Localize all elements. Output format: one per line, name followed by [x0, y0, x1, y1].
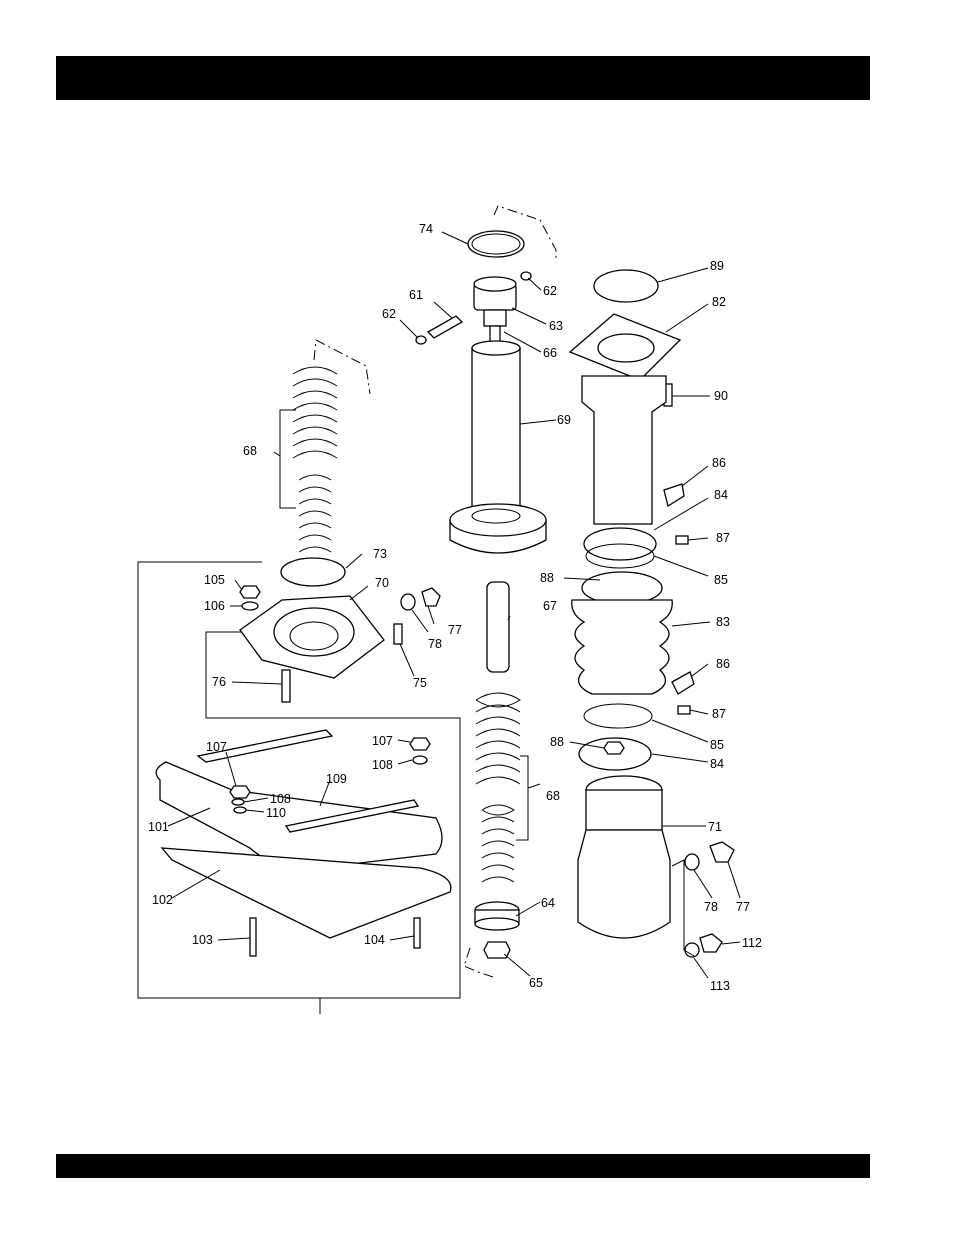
part-89-o-ring [594, 270, 658, 302]
callout-89: 89 [710, 259, 724, 273]
part-67-rod [487, 582, 509, 672]
callout-110: 110 [266, 806, 286, 820]
callout-105: 105 [204, 573, 225, 587]
part-68-springs-upper [293, 367, 337, 552]
part-108-washer-right [413, 756, 427, 764]
callout-85-upper: 85 [714, 573, 728, 587]
part-71-lower-housing [578, 776, 670, 938]
callout-69: 69 [557, 413, 571, 427]
callout-87-upper: 87 [716, 531, 730, 545]
part-88-nut-lower [604, 742, 624, 754]
part-104-bolt [414, 918, 420, 948]
part-77-plug-right [710, 842, 734, 862]
part-82-top-flange [570, 314, 680, 380]
callout-83: 83 [716, 615, 730, 629]
callout-75: 75 [413, 676, 427, 690]
callout-108-left: 108 [270, 792, 291, 806]
callout-61: 61 [409, 288, 423, 302]
callout-76: 76 [212, 675, 226, 689]
callout-85-lower: 85 [710, 738, 724, 752]
part-107-nut-left [230, 786, 250, 798]
callout-71: 71 [708, 820, 722, 834]
callout-108-right: 108 [372, 758, 393, 772]
callout-101: 101 [148, 820, 169, 834]
callout-106: 106 [204, 599, 225, 613]
part-77-plug [422, 588, 440, 606]
callout-68-lower: 68 [546, 789, 560, 803]
callout-103: 103 [192, 933, 213, 947]
part-108-washer-left [232, 799, 244, 805]
part-102-plate [162, 848, 451, 938]
callout-70: 70 [375, 576, 389, 590]
callout-77: 77 [448, 623, 462, 637]
part-76-bolt [282, 670, 290, 702]
part-78-washer-right [685, 854, 699, 870]
callout-113: 113 [710, 979, 730, 993]
callout-107-left: 107 [206, 740, 227, 754]
callout-86-upper: 86 [712, 456, 726, 470]
part-86-pad-lower [672, 672, 694, 694]
part-78-washer [401, 594, 415, 610]
part-75-bolt [394, 624, 402, 644]
part-83-bellows [572, 572, 673, 694]
callout-64: 64 [541, 896, 555, 910]
callout-88-upper: 88 [540, 571, 554, 585]
part-73-ring [281, 558, 345, 586]
callout-68-upper: 68 [243, 444, 257, 458]
callout-63: 63 [549, 319, 563, 333]
callout-86-lower: 86 [716, 657, 730, 671]
part-87-screw-upper [676, 536, 688, 544]
callout-107-right: 107 [372, 734, 393, 748]
callout-78: 78 [428, 637, 442, 651]
part-106-washer [242, 602, 258, 610]
callout-74: 74 [419, 222, 433, 236]
part-70-flange [240, 596, 384, 678]
callout-84-upper: 84 [714, 488, 728, 502]
callout-87-lower: 87 [712, 707, 726, 721]
part-105-nut [240, 586, 260, 598]
callout-102: 102 [152, 893, 173, 907]
part-64-spring-plate [475, 902, 519, 930]
callout-66: 66 [543, 346, 557, 360]
callout-82: 82 [712, 295, 726, 309]
part-110-washer [234, 807, 246, 813]
callout-104: 104 [364, 933, 385, 947]
part-63-piston [474, 277, 516, 326]
part-69-guide-cylinder [450, 341, 546, 553]
part-85-clamp-lower [584, 704, 652, 728]
part-68-springs-lower [476, 693, 520, 882]
callout-88-lower: 88 [550, 735, 564, 749]
part-74-o-ring [468, 231, 524, 257]
callout-84-lower: 84 [710, 757, 724, 771]
callout-62-left: 62 [382, 307, 396, 321]
callout-62-right: 62 [543, 284, 557, 298]
part-61-pin [428, 316, 462, 338]
part-112-plug [700, 934, 722, 952]
callout-67: 67 [543, 599, 557, 613]
callout-90: 90 [714, 389, 728, 403]
part-82-cylinder-body [582, 376, 666, 524]
part-103-bolt [250, 918, 256, 956]
callout-77-right: 77 [736, 900, 750, 914]
callout-109: 109 [326, 772, 347, 786]
part-86-pad-upper [664, 484, 684, 506]
callout-78-right: 78 [704, 900, 718, 914]
callout-65: 65 [529, 976, 543, 990]
part-87-screw-lower [678, 706, 690, 714]
part-107-nut-right [410, 738, 430, 750]
callout-73: 73 [373, 547, 387, 561]
callout-112: 112 [742, 936, 762, 950]
